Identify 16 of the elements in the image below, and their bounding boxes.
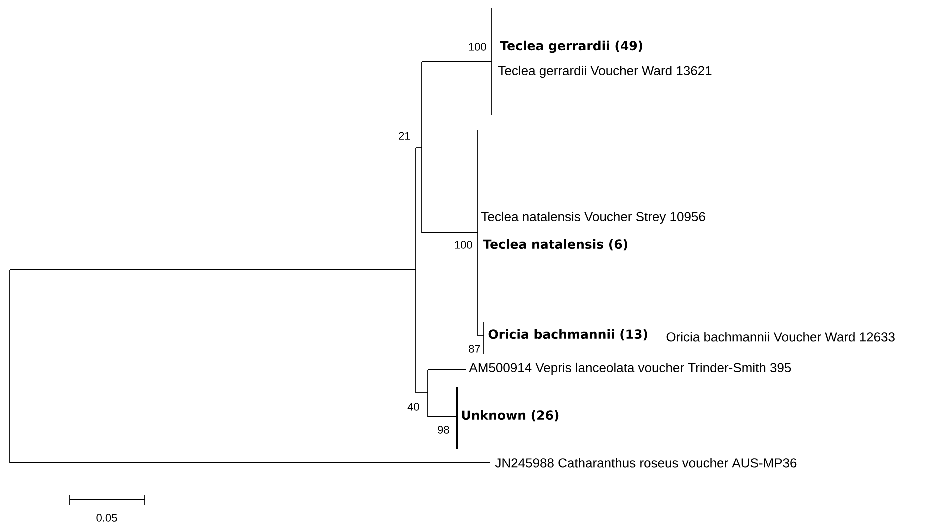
bootstrap-value: 87 bbox=[469, 345, 480, 353]
taxon-label: JN245988 Catharanthus roseus voucher AUS-MP36 bbox=[495, 458, 797, 468]
taxon-label: Oricia bachmannii (13) bbox=[488, 329, 648, 341]
bootstrap-value: 100 bbox=[455, 241, 472, 249]
bootstrap-value: 98 bbox=[438, 426, 450, 434]
bootstrap-value: 40 bbox=[408, 403, 420, 411]
taxon-label: Teclea gerrardii Voucher Ward 13621 bbox=[498, 66, 712, 78]
taxon-label: Teclea gerrardii (49) bbox=[500, 40, 642, 54]
taxon-label: Oricia bachmannii Voucher Ward 12633 bbox=[666, 332, 895, 342]
scale-label: 0.05 bbox=[96, 514, 118, 522]
bootstrap-value: 21 bbox=[399, 132, 410, 140]
taxon-label: Teclea natalensis (6) bbox=[483, 239, 628, 251]
taxon-label: Teclea natalensis Voucher Strey 10956 bbox=[482, 212, 706, 224]
bootstrap-value: 100 bbox=[469, 43, 486, 51]
taxon-label: AM500914 Vepris lanceolata voucher Trinder-Smith 395 bbox=[469, 362, 792, 376]
taxon-label: Unknown (26) bbox=[462, 410, 559, 422]
